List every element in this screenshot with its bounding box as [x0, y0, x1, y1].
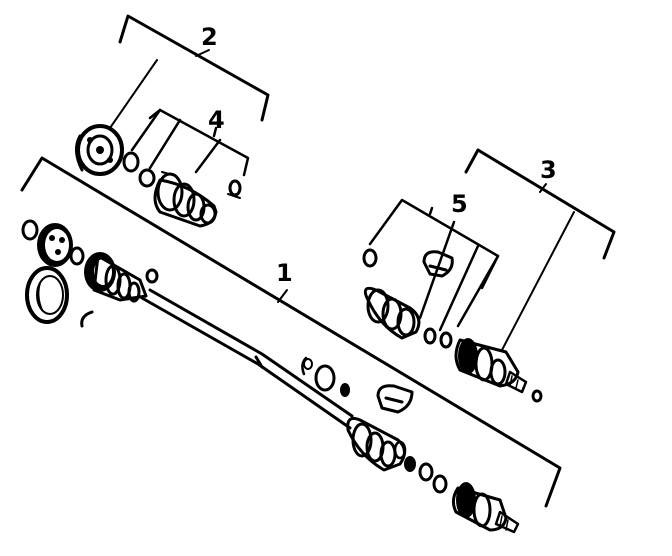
shaft-rings-right [404, 456, 448, 494]
callout-1-bracket [20, 156, 562, 508]
shaft-snap-ring [301, 356, 313, 376]
callout-2-bracket [118, 14, 270, 122]
callout-4-label: 4 [208, 106, 225, 134]
cv-joint-inner [84, 252, 159, 303]
callout-1-label: 1 [276, 259, 293, 287]
cv-boot-upper [153, 171, 218, 228]
boot-clamp-right-small [362, 248, 378, 268]
callout-1-leader [277, 289, 288, 303]
cv-joint-outer-lower [451, 482, 520, 534]
callout-2-label: 2 [201, 23, 218, 51]
dust-shield-lower [25, 266, 69, 324]
inner-flange-left [21, 219, 85, 267]
dust-shield-upper [75, 124, 124, 176]
shaft-large-clamp [376, 384, 414, 414]
axle-shaft [140, 288, 354, 430]
boot-clamp-right-large [422, 250, 454, 278]
shaft-clamp-ring [314, 364, 350, 397]
callout-3-bracket [464, 148, 616, 260]
boot-clamp-upper-right [227, 179, 242, 199]
callout-3-label: 3 [540, 156, 557, 184]
callout-2-leaders [109, 49, 210, 129]
snap-ring-lower [80, 310, 94, 328]
cv-joint-outer-right [454, 338, 543, 403]
callout-3-leaders [501, 183, 575, 351]
snap-ring-upper [138, 168, 156, 188]
snap-ring-right [423, 327, 453, 349]
cv-boot-right [363, 286, 421, 340]
callout-5-label: 5 [451, 190, 468, 218]
cv-boot-outer-shaft [346, 416, 407, 472]
callout-5-bracket [368, 198, 500, 332]
boot-clamp-upper-left [122, 151, 140, 173]
callout-4-bracket [130, 108, 250, 177]
